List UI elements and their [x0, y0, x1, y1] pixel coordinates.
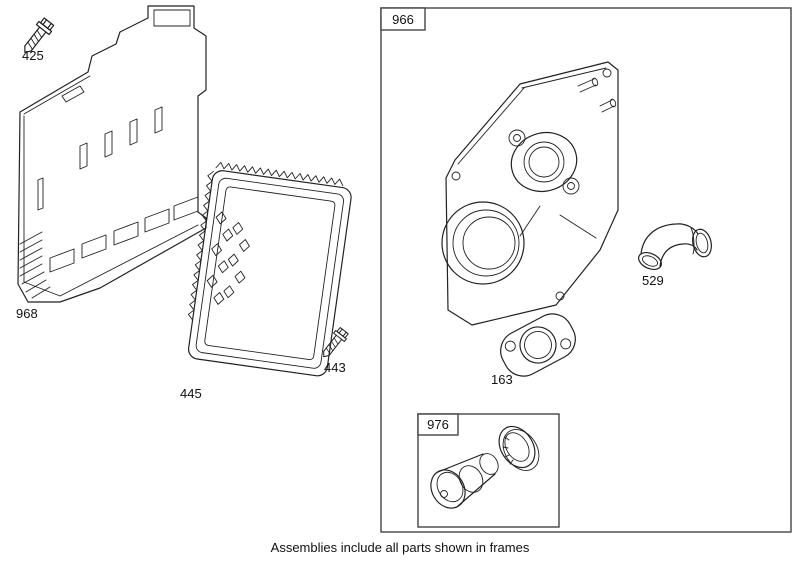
retainer-ring-illustration	[498, 425, 540, 471]
label-part-425: 425	[22, 48, 44, 63]
air-filter-445-illustration	[187, 161, 352, 377]
assembly-frame-966	[380, 7, 792, 533]
air-cleaner-cover-968-illustration	[17, 5, 207, 303]
label-part-163: 163	[491, 372, 513, 387]
gasket-163-illustration	[500, 313, 576, 377]
backplate-illustration	[441, 61, 619, 326]
screw-443-illustration	[323, 326, 349, 358]
label-part-968: 968	[16, 306, 38, 321]
primer-bulb-illustration	[430, 453, 499, 509]
label-frame-976: 976	[427, 417, 449, 432]
elbow-529-illustration	[638, 223, 712, 271]
assembly-frame-976-labelbox	[417, 413, 459, 436]
assembly-frame-976	[417, 413, 560, 528]
screw-425-illustration	[24, 17, 55, 54]
label-part-443: 443	[324, 360, 346, 375]
label-part-445: 445	[180, 386, 202, 401]
label-part-529: 529	[642, 273, 664, 288]
assembly-frame-966-labelbox	[380, 7, 426, 31]
label-frame-966: 966	[392, 12, 414, 27]
diagram-caption: Assemblies include all parts shown in fr…	[271, 540, 530, 555]
